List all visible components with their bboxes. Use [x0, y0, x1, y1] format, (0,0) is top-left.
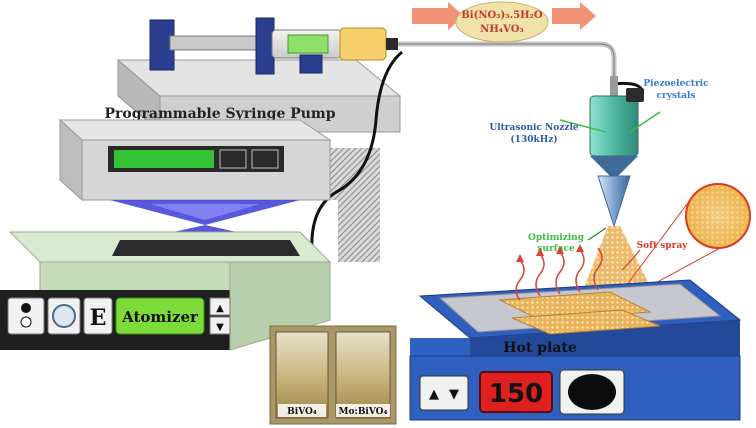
nozzle-label-2: (130kHz): [510, 134, 557, 145]
hotplate-arrow-panel[interactable]: [419, 375, 469, 411]
precursor-bubble: [455, 1, 549, 43]
atomizer-plate: [112, 240, 300, 256]
pump-mid-side: [59, 118, 83, 202]
power-cable: [310, 50, 403, 251]
atomizer-knob: [52, 304, 76, 328]
atomizer-toggle[interactable]: [7, 297, 45, 335]
atomizer-toggle-dot-bottom: [20, 316, 32, 328]
syringe-plunger-block[interactable]: [339, 27, 387, 61]
atomizer-up-button[interactable]: [209, 297, 231, 316]
hotplate-up-icon[interactable]: ▲: [429, 387, 439, 402]
piezo-pointer-1: [559, 119, 607, 133]
syringe-nozzle-tip: [386, 38, 398, 50]
precursor-arrow-right: [552, 2, 596, 30]
soft-spray-pointer: [621, 249, 641, 271]
light-glow-upper: [150, 204, 260, 220]
sample-vial-2: [335, 331, 391, 419]
soft-spray-label: Soft spray: [637, 241, 689, 251]
heat-wave-1: [515, 259, 525, 301]
optimizing-pointer: [587, 227, 607, 241]
heat-wave-2: [535, 253, 545, 297]
syringe-holder-front: [299, 54, 323, 74]
atomizer-display: [115, 297, 205, 335]
syringe-rail: [169, 35, 271, 51]
pump-mid-top: [58, 119, 332, 141]
atomizer-e-label: E: [90, 305, 107, 331]
pump-button-2[interactable]: [251, 149, 279, 169]
sample-label-bg-2: [336, 404, 390, 417]
heat-wave-4: [575, 249, 585, 293]
atomizer-e-button[interactable]: [83, 297, 113, 335]
sample-label-bg-1: [278, 404, 326, 417]
hotplate-down-icon[interactable]: ▼: [449, 387, 459, 402]
heat-arrow-2: [536, 248, 544, 256]
sample-label-2: Mo:BiVO₄: [339, 407, 388, 417]
piezo-connector: [626, 88, 644, 102]
heat-wave-5: [593, 247, 603, 291]
nozzle-body: [589, 95, 639, 157]
substrate-2: [511, 309, 661, 335]
nozzle-stem: [610, 76, 618, 98]
feed-tube-edge: [398, 43, 615, 78]
atomizer-up-icon: ▲: [216, 303, 224, 314]
piezo-label-1: Piezoelectric: [643, 79, 709, 89]
optimizing-label-1: Optimizing: [528, 233, 585, 243]
atomizer-down-button[interactable]: [209, 316, 231, 335]
precursor-formula-2: NH₄VO₃: [480, 24, 524, 35]
pump-display-screen: [114, 150, 214, 168]
atomizer-toggle-dot-top: [21, 303, 31, 313]
syringe-clamp-middle[interactable]: [255, 17, 275, 75]
feed-tube-metal: [398, 41, 617, 78]
spray-plume: [580, 226, 656, 298]
piezo-pointer-2: [629, 111, 661, 133]
temperature-value: 150: [489, 379, 543, 409]
precursor-arrow-left: [412, 2, 464, 30]
piezo-label-2: crystals: [657, 91, 696, 101]
atomizer-label: Atomizer: [121, 308, 199, 326]
heat-arrow-4: [576, 244, 584, 252]
atomizer-down-icon: ▼: [216, 322, 224, 333]
magnifier-texture: [688, 186, 748, 246]
sample-label-1: BiVO₄: [287, 407, 317, 417]
pump-button-1[interactable]: [219, 149, 247, 169]
optimizing-label-2: surface: [537, 244, 575, 254]
nozzle-label-1: Ultrasonic Nozzle: [489, 123, 579, 133]
pump-label: Programmable Syringe Pump: [104, 106, 335, 122]
sample-vial-1: [275, 331, 329, 419]
syringe-liquid: [287, 34, 329, 54]
nozzle-tip-cone: [597, 175, 631, 228]
heat-wave-3: [555, 251, 565, 295]
heat-arrow-3: [556, 246, 564, 254]
hotplate-label: Hot plate: [503, 340, 577, 356]
temperature-display: [479, 371, 553, 413]
hotplate-knob[interactable]: [568, 374, 616, 410]
precursor-formula-1: Bi(NO₃)₃.5H₂O: [461, 10, 543, 21]
magnifier-line-1: [625, 191, 697, 287]
heat-arrow-1: [516, 254, 524, 262]
nozzle-collar: [590, 156, 638, 180]
